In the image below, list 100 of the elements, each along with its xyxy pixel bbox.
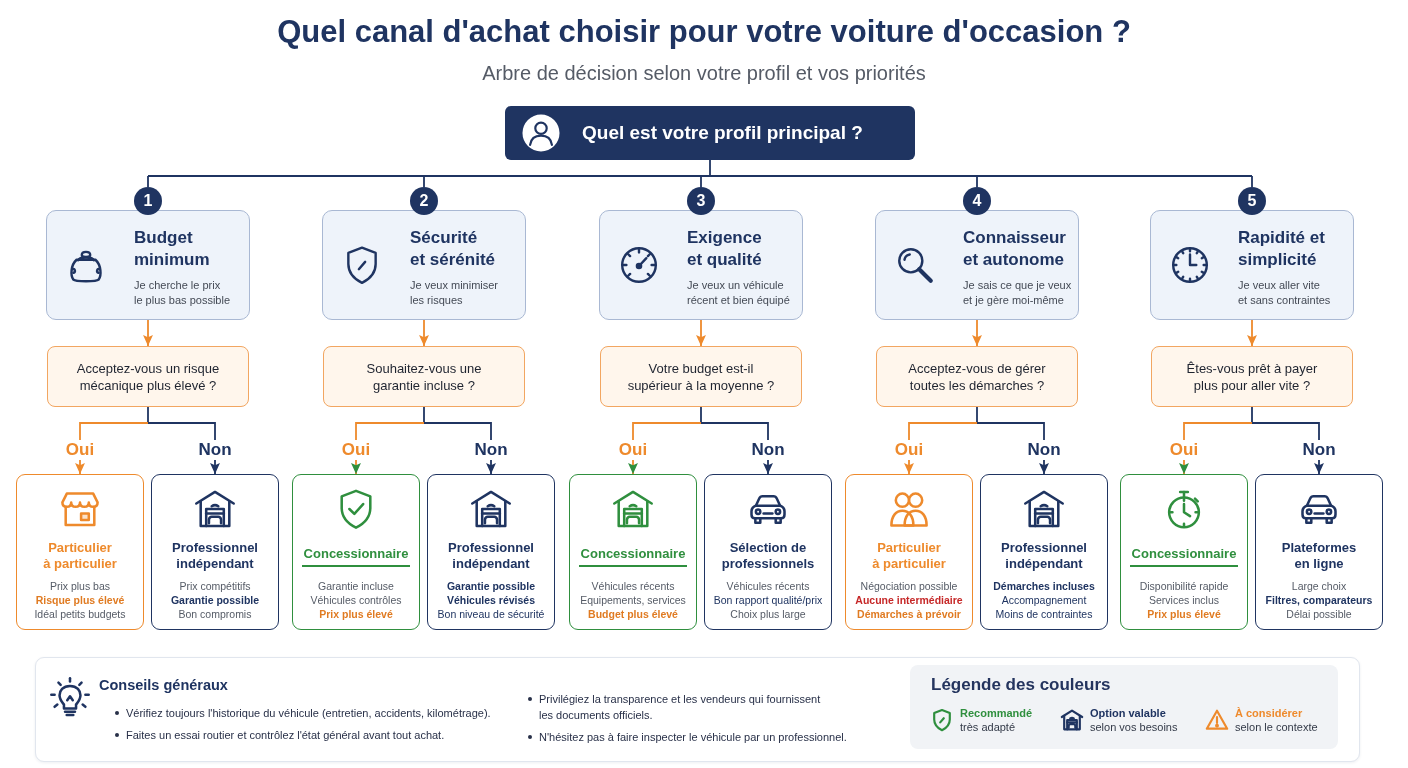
result-detail: Négociation possible xyxy=(860,579,958,593)
result-card xyxy=(845,474,973,630)
diagram-title: Quel canal d'achat choisir pour votre voiture d'occasion ? xyxy=(276,13,1132,51)
result-detail: Prix compétitifs xyxy=(179,579,251,593)
result-title: Plateformes en ligne xyxy=(1280,540,1358,572)
step-number-badge: 2 xyxy=(410,187,438,215)
result-detail: Risque plus élevé xyxy=(35,593,125,607)
result-detail: Délai possible xyxy=(1286,607,1352,621)
result-title: Professionnel indépendant xyxy=(447,540,535,572)
result-title: Professionnel indépendant xyxy=(1000,540,1088,572)
connector-line xyxy=(423,175,425,188)
question-box xyxy=(876,346,1078,407)
arrow xyxy=(972,319,982,347)
connector-line xyxy=(147,175,149,188)
result-card xyxy=(1120,474,1248,630)
profile-description: Je veux minimiser les risques xyxy=(410,278,500,308)
profile-description: Je cherche le prix le plus bas possible xyxy=(134,278,231,308)
subtitle: Arbre de décision selon votre profil et vos priorités xyxy=(481,61,927,86)
banner-title: Quel est votre profil principal ? xyxy=(582,122,863,144)
question-box xyxy=(47,346,249,407)
legend-text: Recommandé très adapté xyxy=(960,706,1033,734)
result-card xyxy=(151,474,279,630)
result-detail: Moins de contraintes xyxy=(995,607,1093,621)
profile-description: Je veux un véhicule récent et bien équipé xyxy=(687,278,791,308)
question-box xyxy=(600,346,802,407)
result-detail: Véhicules révisés xyxy=(446,593,536,607)
result-detail: Idéal petits budgets xyxy=(34,607,126,621)
result-title: Sélection de professionnels xyxy=(720,540,816,572)
result-detail: Large choix xyxy=(1291,579,1347,593)
question-text: Acceptez-vous un risque mécanique plus élevé ? xyxy=(75,359,221,394)
result-detail: Bon rapport qualité/prix xyxy=(713,593,823,607)
result-title: Professionnel indépendant xyxy=(171,540,259,572)
result-title: Concessionnaire xyxy=(578,545,688,567)
connector-line xyxy=(976,406,978,424)
result-detail: Prix plus bas xyxy=(49,579,111,593)
result-detail: Services inclus xyxy=(1149,593,1219,607)
arrow xyxy=(419,319,429,347)
tip-text: Faites un essai routier et contrôlez l'état général avant tout achat. xyxy=(113,727,513,743)
result-card xyxy=(704,474,832,630)
result-detail: Garantie incluse xyxy=(318,579,394,593)
tips-heading: Conseils généraux xyxy=(99,676,228,694)
result-detail: Prix plus élevé xyxy=(1147,607,1221,621)
legend-heading: Légende des couleurs xyxy=(931,674,1111,696)
profile-card xyxy=(46,210,250,320)
question-text: Votre budget est-il supérieur à la moyenne ? xyxy=(626,359,776,394)
legend-text: Option valable selon vos besoins xyxy=(1090,706,1178,734)
profile-description: Je veux aller vite et sans contraintes xyxy=(1238,278,1332,308)
profile-title: Sécurité et sérénité xyxy=(410,227,497,271)
result-detail: Aucune intermédiaire xyxy=(855,593,963,607)
result-detail: Démarches incluses xyxy=(993,579,1095,593)
connector-line xyxy=(423,406,425,424)
result-detail: Choix plus large xyxy=(730,607,806,621)
result-detail: Véhicules récents xyxy=(591,579,675,593)
question-box xyxy=(1151,346,1353,407)
result-title: Particulier à particulier xyxy=(871,540,947,572)
question-text: Acceptez-vous de gérer toutes les démarches ? xyxy=(907,359,1047,394)
profile-title: Budget minimum xyxy=(134,227,211,271)
profile-card xyxy=(1150,210,1354,320)
question-text: Souhaitez-vous une garantie incluse ? xyxy=(365,359,483,394)
result-detail: Equipements, services xyxy=(580,593,686,607)
result-title: Concessionnaire xyxy=(301,545,411,567)
result-card xyxy=(1255,474,1383,630)
result-detail: Accompagnement xyxy=(1001,593,1087,607)
connector-line xyxy=(700,406,702,424)
arrow xyxy=(143,319,153,347)
connector-line xyxy=(700,175,702,188)
result-detail: Véhicules récents xyxy=(726,579,810,593)
profile-card xyxy=(875,210,1079,320)
legend-text: À considérer selon le contexte xyxy=(1235,706,1318,734)
step-number-badge: 4 xyxy=(963,187,991,215)
result-detail: Démarches à prévoir xyxy=(857,607,961,621)
question-box xyxy=(323,346,525,407)
result-card xyxy=(980,474,1108,630)
result-title: Concessionnaire xyxy=(1129,545,1239,567)
tip-text: Vérifiez toujours l'historique du véhicule (entretien, accidents, kilométrage). xyxy=(113,705,513,721)
result-detail: Filtres, comparateurs xyxy=(1265,593,1373,607)
step-number-badge: 1 xyxy=(134,187,162,215)
result-detail: Garantie possible xyxy=(446,579,536,593)
main-question-banner xyxy=(505,106,915,160)
profile-card xyxy=(599,210,803,320)
step-number-badge: 5 xyxy=(1238,187,1266,215)
arrow xyxy=(1247,319,1257,347)
result-detail: Bon niveau de sécurité xyxy=(437,607,545,621)
result-detail: Budget plus élevé xyxy=(588,607,678,621)
result-card xyxy=(569,474,697,630)
connector-line xyxy=(147,159,1253,177)
arrow xyxy=(696,319,706,347)
result-detail: Véhicules contrôles xyxy=(310,593,402,607)
result-detail: Garantie possible xyxy=(170,593,260,607)
profile-title: Connaisseur et autonome xyxy=(963,227,1067,271)
connector-line xyxy=(1251,175,1253,188)
result-detail: Prix plus élevé xyxy=(319,607,393,621)
profile-description: Je sais ce que je veux et je gère moi-même xyxy=(963,278,1073,308)
result-title: Particulier à particulier xyxy=(42,540,118,572)
result-card xyxy=(16,474,144,630)
result-card xyxy=(292,474,420,630)
connector-line xyxy=(976,175,978,188)
step-number-badge: 3 xyxy=(687,187,715,215)
question-text: Êtes-vous prêt à payer plus pour aller vite ? xyxy=(1185,359,1319,394)
profile-title: Rapidité et simplicité xyxy=(1238,227,1326,271)
